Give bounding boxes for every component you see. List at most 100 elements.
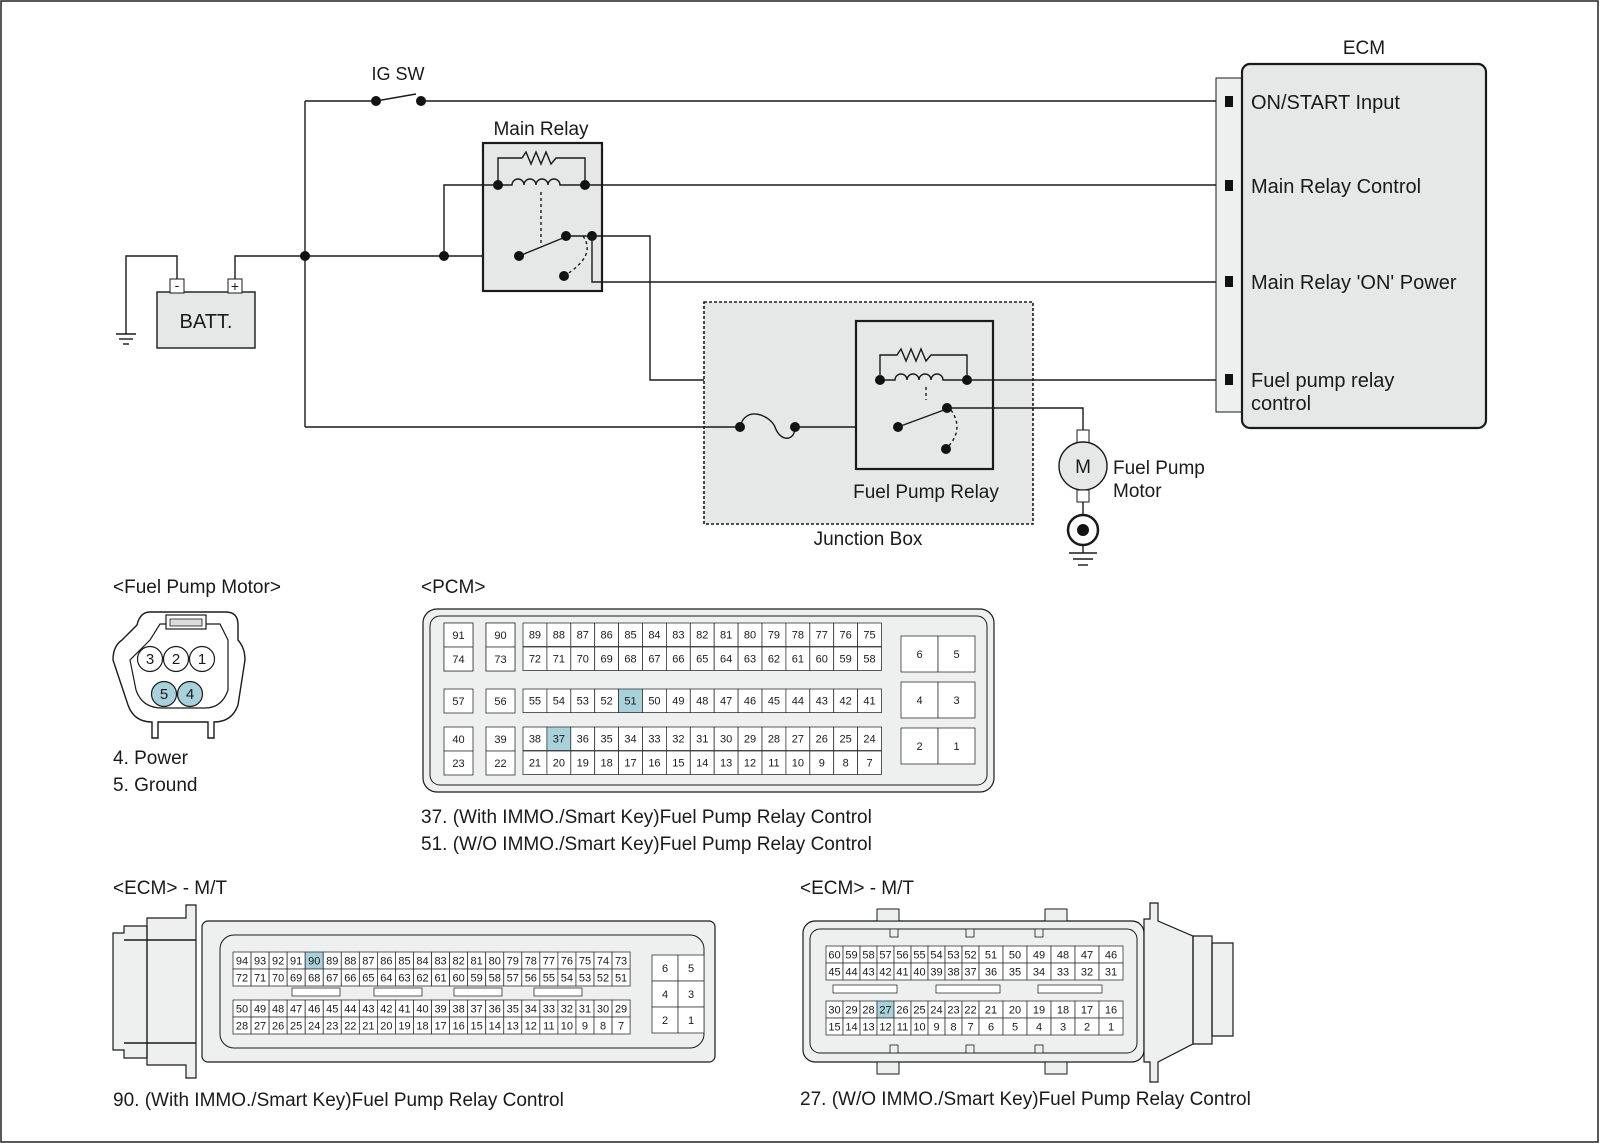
connector-pin: 78 xyxy=(785,622,811,647)
svg-text:39: 39 xyxy=(930,966,942,978)
connector-pin: 2 xyxy=(900,727,939,765)
fuel-pump-motor-connector-title: <Fuel Pump Motor> xyxy=(113,577,281,598)
svg-text:32: 32 xyxy=(672,734,684,746)
svg-text:69: 69 xyxy=(601,654,613,666)
svg-text:67: 67 xyxy=(326,972,338,984)
svg-text:40: 40 xyxy=(452,734,464,746)
motor-symbol: M xyxy=(1075,457,1091,478)
svg-text:36: 36 xyxy=(985,966,997,978)
connector-pin: 68 xyxy=(304,968,324,987)
svg-text:1: 1 xyxy=(1108,1021,1114,1033)
connector-pin: 10 xyxy=(557,1016,577,1035)
connector-pin: 73 xyxy=(611,951,631,970)
svg-text:31: 31 xyxy=(579,1003,591,1015)
svg-text:54: 54 xyxy=(930,949,942,961)
svg-text:83: 83 xyxy=(672,630,684,642)
connector-pin: 62 xyxy=(761,646,787,671)
svg-text:41: 41 xyxy=(863,696,875,708)
connector-pin: 15 xyxy=(666,750,691,775)
svg-text:92: 92 xyxy=(272,955,284,967)
connector-pin: 66 xyxy=(666,646,691,671)
connector-pin: 87 xyxy=(358,951,378,970)
svg-text:76: 76 xyxy=(840,630,852,642)
svg-text:41: 41 xyxy=(896,966,908,978)
connector-pin: 83 xyxy=(431,951,450,970)
connector-pin: 30 xyxy=(713,726,739,751)
svg-text:89: 89 xyxy=(529,630,541,642)
svg-text:89: 89 xyxy=(326,955,338,967)
connector-pin: 58 xyxy=(857,646,882,671)
connector-pin: 46 xyxy=(1098,945,1124,964)
svg-text:93: 93 xyxy=(254,955,266,967)
connector-pin: 29 xyxy=(611,999,631,1018)
ecm-label: ECM xyxy=(1343,38,1385,59)
svg-text:53: 53 xyxy=(579,972,591,984)
connector-pin: 5 xyxy=(677,954,705,982)
connector-pin: 29 xyxy=(842,1000,861,1019)
connector-pin: 18 xyxy=(1050,1000,1076,1019)
connector-pin: 89 xyxy=(522,622,548,647)
svg-text:65: 65 xyxy=(696,654,708,666)
connector-pin: 22 xyxy=(340,1016,360,1035)
svg-text:32: 32 xyxy=(561,1003,573,1015)
svg-text:23: 23 xyxy=(326,1020,338,1032)
svg-text:10: 10 xyxy=(792,758,804,770)
svg-text:25: 25 xyxy=(840,734,852,746)
connector-pin: 79 xyxy=(761,622,787,647)
svg-text:65: 65 xyxy=(362,972,374,984)
svg-text:31: 31 xyxy=(696,734,708,746)
svg-text:29: 29 xyxy=(744,734,756,746)
connector-pin: 63 xyxy=(395,968,414,987)
svg-text:16: 16 xyxy=(648,758,660,770)
svg-text:52: 52 xyxy=(601,696,613,708)
connector-pin: 24 xyxy=(304,1016,324,1035)
connector-pin: 40 xyxy=(443,726,474,752)
connector-pin: 33 xyxy=(539,999,559,1018)
svg-text:39: 39 xyxy=(434,1003,446,1015)
fuel-pump-motor-label-2: Motor xyxy=(1113,481,1162,502)
svg-text:12: 12 xyxy=(744,758,756,770)
connector-pin: 48 xyxy=(689,688,715,713)
svg-text:12: 12 xyxy=(879,1021,891,1033)
connector-pin: 39 xyxy=(485,726,516,752)
svg-text:51: 51 xyxy=(624,696,636,708)
svg-text:80: 80 xyxy=(489,955,501,967)
svg-text:87: 87 xyxy=(577,630,589,642)
connector-pin: 56 xyxy=(485,688,516,714)
svg-text:88: 88 xyxy=(553,630,565,642)
svg-text:6: 6 xyxy=(916,649,922,661)
svg-text:15: 15 xyxy=(672,758,684,770)
connector-pin: 54 xyxy=(927,945,946,964)
svg-text:77: 77 xyxy=(543,955,555,967)
svg-text:31: 31 xyxy=(1105,966,1117,978)
connector-pin: 41 xyxy=(395,999,414,1018)
connector-pin: 75 xyxy=(575,951,595,970)
svg-text:45: 45 xyxy=(768,696,780,708)
connector-pin: 44 xyxy=(842,962,861,981)
svg-text:46: 46 xyxy=(744,696,756,708)
svg-text:4: 4 xyxy=(662,989,668,1001)
svg-text:85: 85 xyxy=(398,955,410,967)
connector-pin: 19 xyxy=(570,750,596,775)
connector-pin: 60 xyxy=(809,646,835,671)
connector-pin: 67 xyxy=(322,968,342,987)
connector-pin: 9 xyxy=(927,1017,946,1036)
svg-text:84: 84 xyxy=(416,955,428,967)
connector-pin: 23 xyxy=(944,1000,963,1019)
svg-text:56: 56 xyxy=(525,972,537,984)
connector-pin: 17 xyxy=(618,750,643,775)
connector-pin: 44 xyxy=(785,688,811,713)
svg-text:66: 66 xyxy=(344,972,356,984)
connector-pin: 36 xyxy=(485,999,505,1018)
svg-text:46: 46 xyxy=(308,1003,320,1015)
connector-pin: 22 xyxy=(961,1000,980,1019)
svg-text:10: 10 xyxy=(561,1020,573,1032)
svg-text:7: 7 xyxy=(866,758,872,770)
connector-pin: 59 xyxy=(842,945,861,964)
svg-text:73: 73 xyxy=(615,955,627,967)
connector-pin: 12 xyxy=(876,1017,895,1036)
connector-pin: 41 xyxy=(857,688,882,713)
fuel-pump-relay xyxy=(854,319,995,471)
svg-text:53: 53 xyxy=(577,696,589,708)
